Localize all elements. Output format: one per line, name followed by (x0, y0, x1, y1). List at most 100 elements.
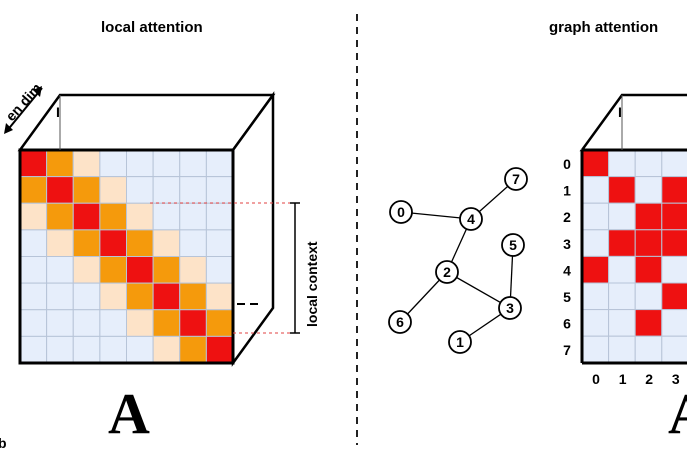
local-matrix-cell (46, 282, 74, 311)
graph-node-label: 5 (509, 237, 517, 253)
local-context-bracket (150, 202, 300, 334)
local-matrix-cell (46, 335, 74, 364)
local-matrix-symbol: A (108, 381, 150, 446)
local-matrix-cell (152, 309, 181, 337)
graph-row-label: 2 (563, 209, 571, 225)
graph-matrix-cell (608, 255, 636, 284)
local-matrix-cell (46, 309, 74, 337)
graph-matrix-cell (634, 149, 663, 178)
dimension-arrow (4, 86, 43, 134)
local-matrix-cell (179, 335, 207, 364)
graph-node-circle (504, 167, 528, 191)
local-matrix-cell (205, 309, 234, 337)
graph-matrix-cell (581, 309, 610, 337)
local-matrix-cell (205, 149, 234, 178)
local-matrix-cell (46, 149, 74, 178)
graph-matrix-cell (608, 202, 636, 231)
local-matrix-cell (152, 256, 181, 284)
graph-node: 7 (504, 167, 528, 191)
local-matrix-cell (179, 149, 207, 178)
local-matrix-cell (19, 282, 48, 311)
local-matrix-cell (99, 256, 127, 284)
graph-node: 1 (448, 330, 472, 354)
graph-col-label: 0 (592, 371, 600, 387)
local-matrix-cell (72, 149, 101, 178)
local-attention-matrix (19, 149, 234, 364)
graph-row-label: 6 (563, 316, 571, 332)
local-matrix-cell (99, 335, 127, 364)
graph-node-label: 4 (467, 211, 475, 227)
local-matrix-cell (72, 202, 101, 231)
local-matrix-cell (72, 229, 101, 257)
graph-edges (399, 178, 517, 343)
local-matrix-cell (126, 229, 154, 257)
local-matrix-cell (152, 229, 181, 257)
graph-node-circle (435, 260, 459, 284)
local-matrix-cell (126, 256, 154, 284)
graph-matrix-cell (608, 176, 636, 204)
graph-matrix-cell (581, 282, 610, 311)
graph-matrix-cell (634, 229, 663, 257)
graph-node-label: 3 (506, 300, 514, 316)
graph-node-circle (389, 200, 413, 224)
graph-node-label: 6 (396, 314, 404, 330)
graph-col-label: 2 (645, 371, 653, 387)
partial-left-char: b (0, 435, 7, 451)
local-matrix-cell (205, 335, 234, 364)
graph-node: 3 (498, 296, 522, 320)
local-matrix-cell (205, 282, 234, 311)
graph-matrix-cell (634, 335, 663, 364)
local-matrix-cell (126, 335, 154, 364)
local-matrix-cell (19, 149, 48, 178)
graph-col-label: 1 (619, 371, 627, 387)
graph-node-circle (459, 207, 483, 231)
local-matrix-cell (152, 176, 181, 204)
graph-edge (446, 271, 511, 309)
graph-matrix-cell (581, 335, 610, 364)
graph-node-circle (498, 296, 522, 320)
graph-node: 5 (501, 233, 525, 257)
graph-col-label: 3 (672, 371, 680, 387)
graph-row-label: 5 (563, 289, 571, 305)
local-matrix-cell (19, 202, 48, 231)
local-matrix-cell (72, 282, 101, 311)
graph-node-circle (501, 233, 525, 257)
graph-matrix-cell (581, 176, 610, 204)
graph-matrix-cell (581, 149, 610, 178)
local-matrix-cell (126, 176, 154, 204)
local-matrix-cell (179, 309, 207, 337)
local-matrix-cell (205, 176, 234, 204)
graph-matrix-cell (581, 255, 610, 284)
local-matrix-cell (46, 202, 74, 231)
graph-matrix-cell (661, 282, 687, 311)
local-matrix-cell (19, 309, 48, 337)
graph-row-label: 7 (563, 342, 571, 358)
local-matrix-cell (72, 335, 101, 364)
graph-cube-top-face (579, 93, 687, 152)
graph-matrix-cell (634, 176, 663, 204)
local-matrix-cell (19, 256, 48, 284)
graph-matrix-cell (661, 309, 687, 337)
graph-matrix-cell (634, 309, 663, 337)
local-matrix-cell (99, 282, 127, 311)
graph-matrix-cell (581, 229, 610, 257)
graph-matrix-cell (608, 282, 636, 311)
graph-row-label: 1 (563, 183, 571, 199)
graph-col-labels: 0 1 2 3 (592, 371, 680, 387)
graph-matrix-cell (608, 335, 636, 364)
local-matrix-cell (126, 202, 154, 231)
local-matrix-cell (152, 335, 181, 364)
graph-matrix-cell (661, 255, 687, 284)
graph-matrix-cell (608, 229, 636, 257)
local-cursor-mark: I (56, 104, 60, 120)
graph-matrix-cell (634, 202, 663, 231)
local-matrix-cell (126, 309, 154, 337)
graph-node: 6 (388, 310, 412, 334)
graph-node-circle (448, 330, 472, 354)
graph-node-label: 1 (456, 334, 464, 350)
graph-node-label: 7 (512, 171, 520, 187)
graph-matrix-cell (661, 176, 687, 204)
graph-row-label: 0 (563, 156, 571, 172)
graph-attention-title: graph attention (549, 19, 659, 36)
